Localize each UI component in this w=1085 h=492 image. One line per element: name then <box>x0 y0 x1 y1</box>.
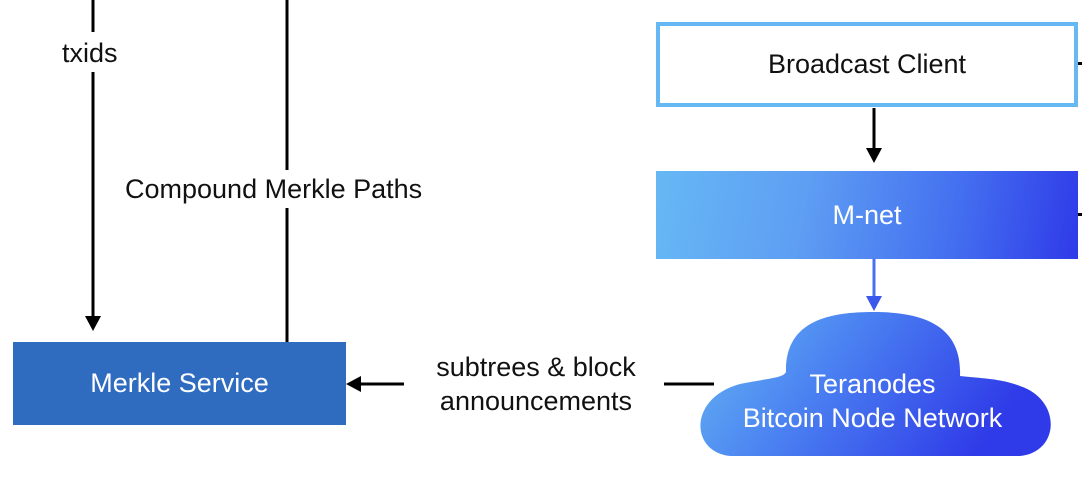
subtrees-announcements-label: subtrees & block announcements <box>410 350 662 418</box>
broadcast-to-mnet-arrowhead <box>866 148 882 163</box>
merkle-service-node[interactable]: Merkle Service <box>13 342 346 425</box>
cloud-to-merkle-arrowhead <box>346 376 361 392</box>
teranodes-label-line1: Teranodes <box>809 369 936 399</box>
broadcast-client-node[interactable]: Broadcast Client <box>656 22 1078 107</box>
mnet-side-tick <box>1078 213 1082 216</box>
teranodes-cloud-shape <box>700 312 1051 456</box>
teranodes-node[interactable]: Teranodes Bitcoin Node Network <box>700 367 1045 435</box>
m-net-node[interactable]: M-net <box>656 171 1078 259</box>
subtrees-label-line2: announcements <box>439 386 633 416</box>
m-net-label: M-net <box>832 199 902 230</box>
txids-label: txids <box>62 38 118 68</box>
compound-merkle-paths-label: Compound Merkle Paths <box>125 174 423 204</box>
mnet-to-cloud-arrowhead <box>866 296 882 311</box>
broadcast-side-tick <box>1078 62 1082 65</box>
txids-arrowhead <box>85 316 101 331</box>
subtrees-label-line1: subtrees & block <box>436 352 636 382</box>
merkle-service-label: Merkle Service <box>90 368 269 398</box>
teranodes-label-line2: Bitcoin Node Network <box>742 403 1003 433</box>
broadcast-client-label: Broadcast Client <box>767 49 967 79</box>
